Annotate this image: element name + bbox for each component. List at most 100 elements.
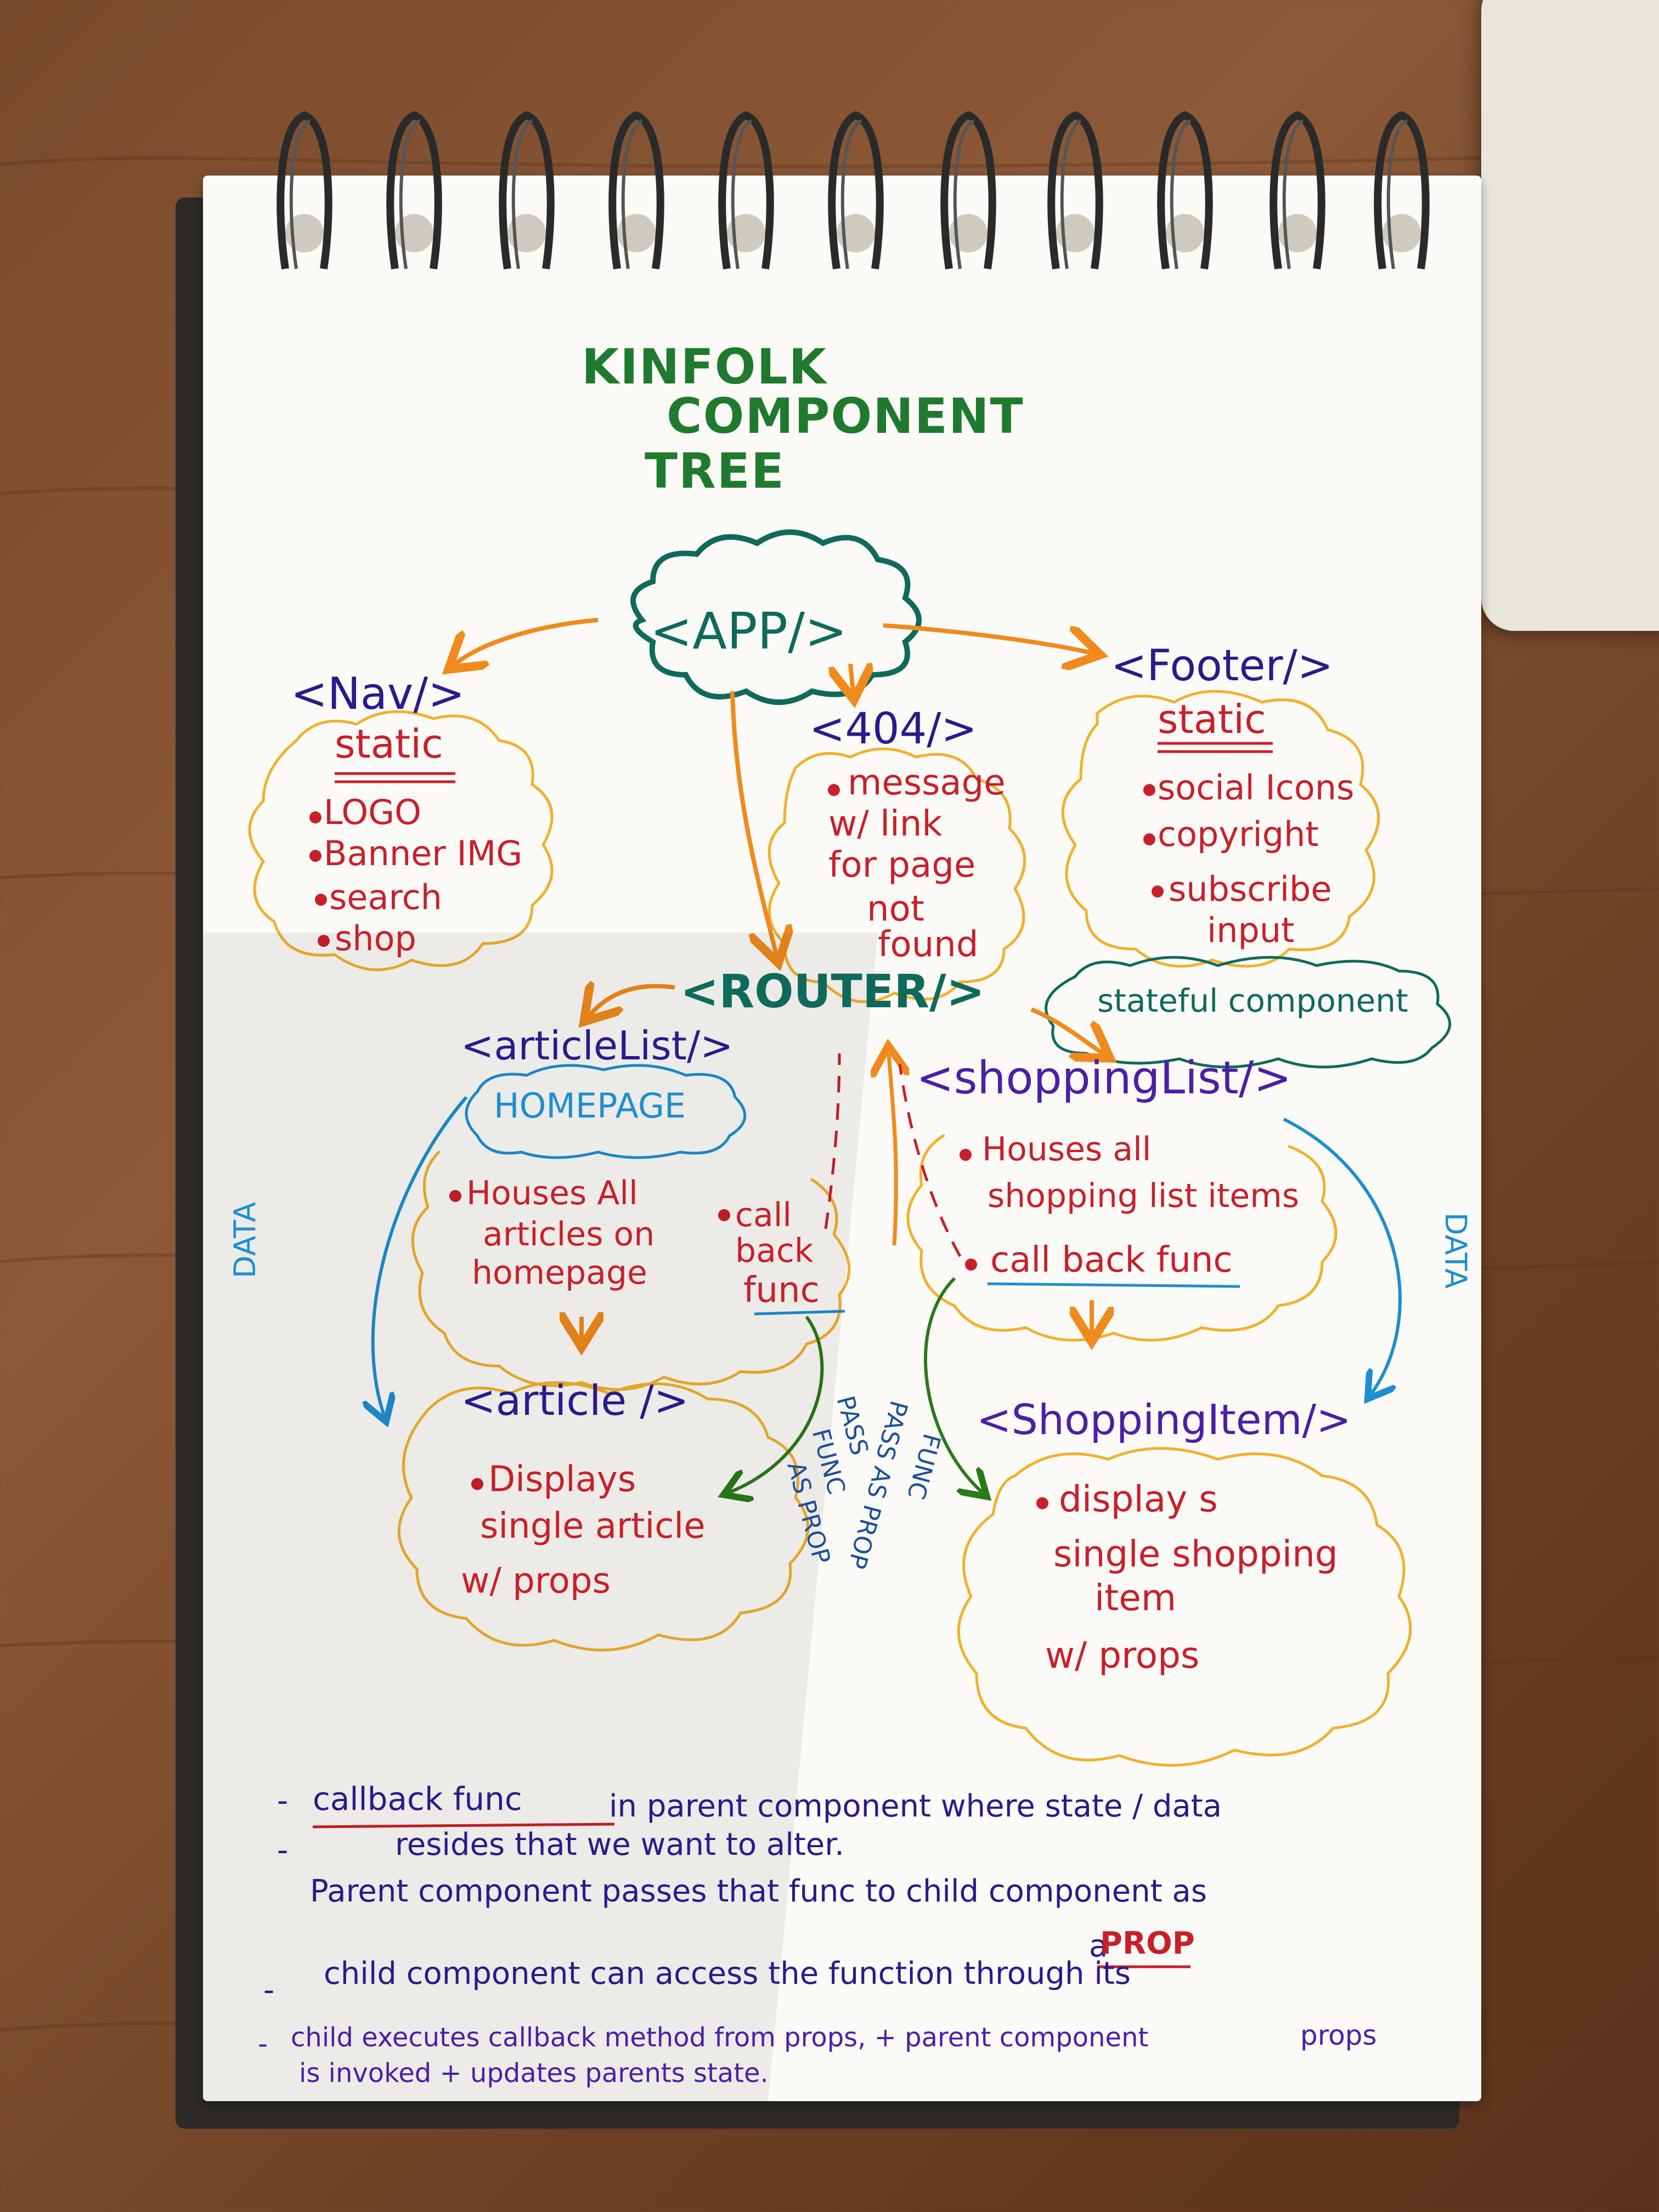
notfound-node-tag: <404/> (809, 704, 977, 754)
footer-item-copyright: copyright (1158, 814, 1319, 854)
shoppingitem-text-3: item (1094, 1577, 1177, 1619)
articlelist-text-2: articles on (483, 1215, 655, 1254)
arrow-app-to-footer (883, 623, 1092, 653)
article-text-1: Displays (488, 1459, 636, 1500)
article-text-3: w/ props (461, 1561, 611, 1601)
nav-node-tag: <Nav/> (291, 668, 465, 719)
note-4-prop: PROP (1100, 1926, 1195, 1961)
shoppinglist-callback: call back func (990, 1240, 1233, 1280)
footer-static-underline (1158, 742, 1273, 753)
note-8: is invoked + updates parents state. (299, 2058, 769, 2089)
router-node-label: <ROUTER/> (680, 964, 985, 1018)
notfound-cloud (768, 747, 1026, 1003)
note-dash-7: - (258, 2028, 268, 2059)
app-node-label: <APP/> (650, 602, 848, 661)
notfound-text-2: w/ link (828, 804, 943, 844)
shoppingitem-cloud (957, 1447, 1412, 1767)
spiral-ring (828, 111, 884, 270)
spiral-ring (386, 111, 442, 270)
note-dash-1: - (277, 1783, 289, 1819)
arrow-router-to-shoppinglist (1030, 1007, 1103, 1053)
spiral-ring (718, 111, 774, 270)
arrow-router-up-right (889, 1053, 896, 1246)
callback-note-underline (312, 1822, 615, 1829)
shoppinglist-cloud (906, 1134, 1338, 1342)
article-cloud (397, 1381, 810, 1652)
arrow-app-to-nav (455, 618, 599, 664)
note-7: child executes callback method from prop… (291, 2022, 1149, 2053)
bullet-dot (965, 1259, 977, 1271)
bullet-dot (471, 1478, 483, 1490)
title-line-1: KINFOLK (582, 338, 827, 395)
spiral-ring (499, 111, 555, 270)
title-line-3: TREE (645, 443, 786, 499)
title-line-2: COMPONENT (667, 388, 1024, 444)
nav-item-search: search (329, 877, 442, 917)
nav-cloud (248, 710, 554, 972)
notfound-text-4: not (867, 889, 924, 929)
nav-item-banner: Banner IMG (324, 833, 523, 873)
note-1-rest: in parent component where state / data (609, 1788, 1222, 1824)
note-4-pre: a (1089, 1928, 1108, 1964)
notfound-text-1: message (848, 763, 1006, 803)
spiral-ring (1269, 111, 1325, 270)
note-dash-5: - (263, 1972, 275, 2008)
shoppingitem-text-2: single shopping (1053, 1533, 1338, 1575)
arrow-app-to-404 (850, 664, 853, 691)
bullet-dot (1152, 885, 1164, 898)
articlelist-callback-2: back (735, 1232, 814, 1270)
spiral-ring (1047, 111, 1103, 270)
note-6: props (1300, 2019, 1377, 2051)
callback-dashed-right (898, 1064, 962, 1257)
shoppingitem-node-tag: <ShoppingItem/> (977, 1395, 1351, 1444)
bullet-dot (718, 1209, 730, 1221)
bullet-dot (1143, 784, 1155, 796)
articlelist-cloud (411, 1150, 851, 1391)
footer-cloud (1061, 690, 1380, 968)
note-2: resides that we want to alter. (395, 1827, 844, 1863)
pass-func-arrow-left (730, 1316, 824, 1492)
articlelist-text-3: homepage (472, 1254, 647, 1292)
arrow-app-to-router (730, 691, 776, 955)
callback-dashed-left (824, 1053, 841, 1229)
nav-static-underline (335, 772, 455, 783)
nav-static-label: static (335, 721, 443, 767)
pass-func-arrow-right (924, 1277, 982, 1492)
note-3: Parent component passes that func to chi… (310, 1874, 1207, 1909)
notfound-text-3: for page (828, 845, 976, 885)
note-dash-2: - (277, 1832, 289, 1868)
spiral-ring (940, 111, 996, 270)
footer-item-input: input (1207, 910, 1295, 950)
shoppinglist-text-2: shopping list items (988, 1177, 1300, 1215)
note-5: child component can access the function … (324, 1956, 1131, 1991)
bullet-dot (318, 935, 330, 947)
homepage-cloud (465, 1064, 747, 1159)
bullet-dot (309, 850, 321, 862)
note-1-underlined: callback func (313, 1780, 522, 1818)
arrow-router-to-articlelist (590, 986, 675, 1015)
articlelist-callback-1: call (735, 1196, 792, 1234)
bullet-dot (960, 1149, 972, 1161)
stateful-component-label: stateful component (1097, 982, 1408, 1019)
notebook-page (203, 176, 1481, 2101)
articlelist-callback-3: func (743, 1270, 820, 1311)
data-arrow-left (373, 1096, 468, 1415)
func-underline (754, 1310, 845, 1316)
bullet-dot (309, 811, 321, 823)
shoppingitem-text-4: w/ props (1045, 1634, 1200, 1677)
articlelist-text-1: Houses All (466, 1174, 638, 1212)
nav-item-logo: LOGO (324, 792, 421, 832)
bullet-dot (828, 784, 840, 796)
notfound-text-5: found (878, 924, 979, 965)
shoppinglist-node-tag: <shoppingList/> (916, 1052, 1292, 1104)
bullet-dot (449, 1190, 461, 1202)
callbackfunc-underline (987, 1282, 1240, 1288)
monitor-corner (1481, 0, 1659, 631)
shoppingitem-text-1: display s (1059, 1478, 1218, 1520)
data-label-right: DATA (1438, 1212, 1473, 1289)
shadow-overlay (203, 933, 878, 2101)
spiral-ring (1374, 111, 1430, 270)
bullet-dot (1036, 1497, 1048, 1509)
footer-node-tag: <Footer/> (1111, 641, 1334, 691)
